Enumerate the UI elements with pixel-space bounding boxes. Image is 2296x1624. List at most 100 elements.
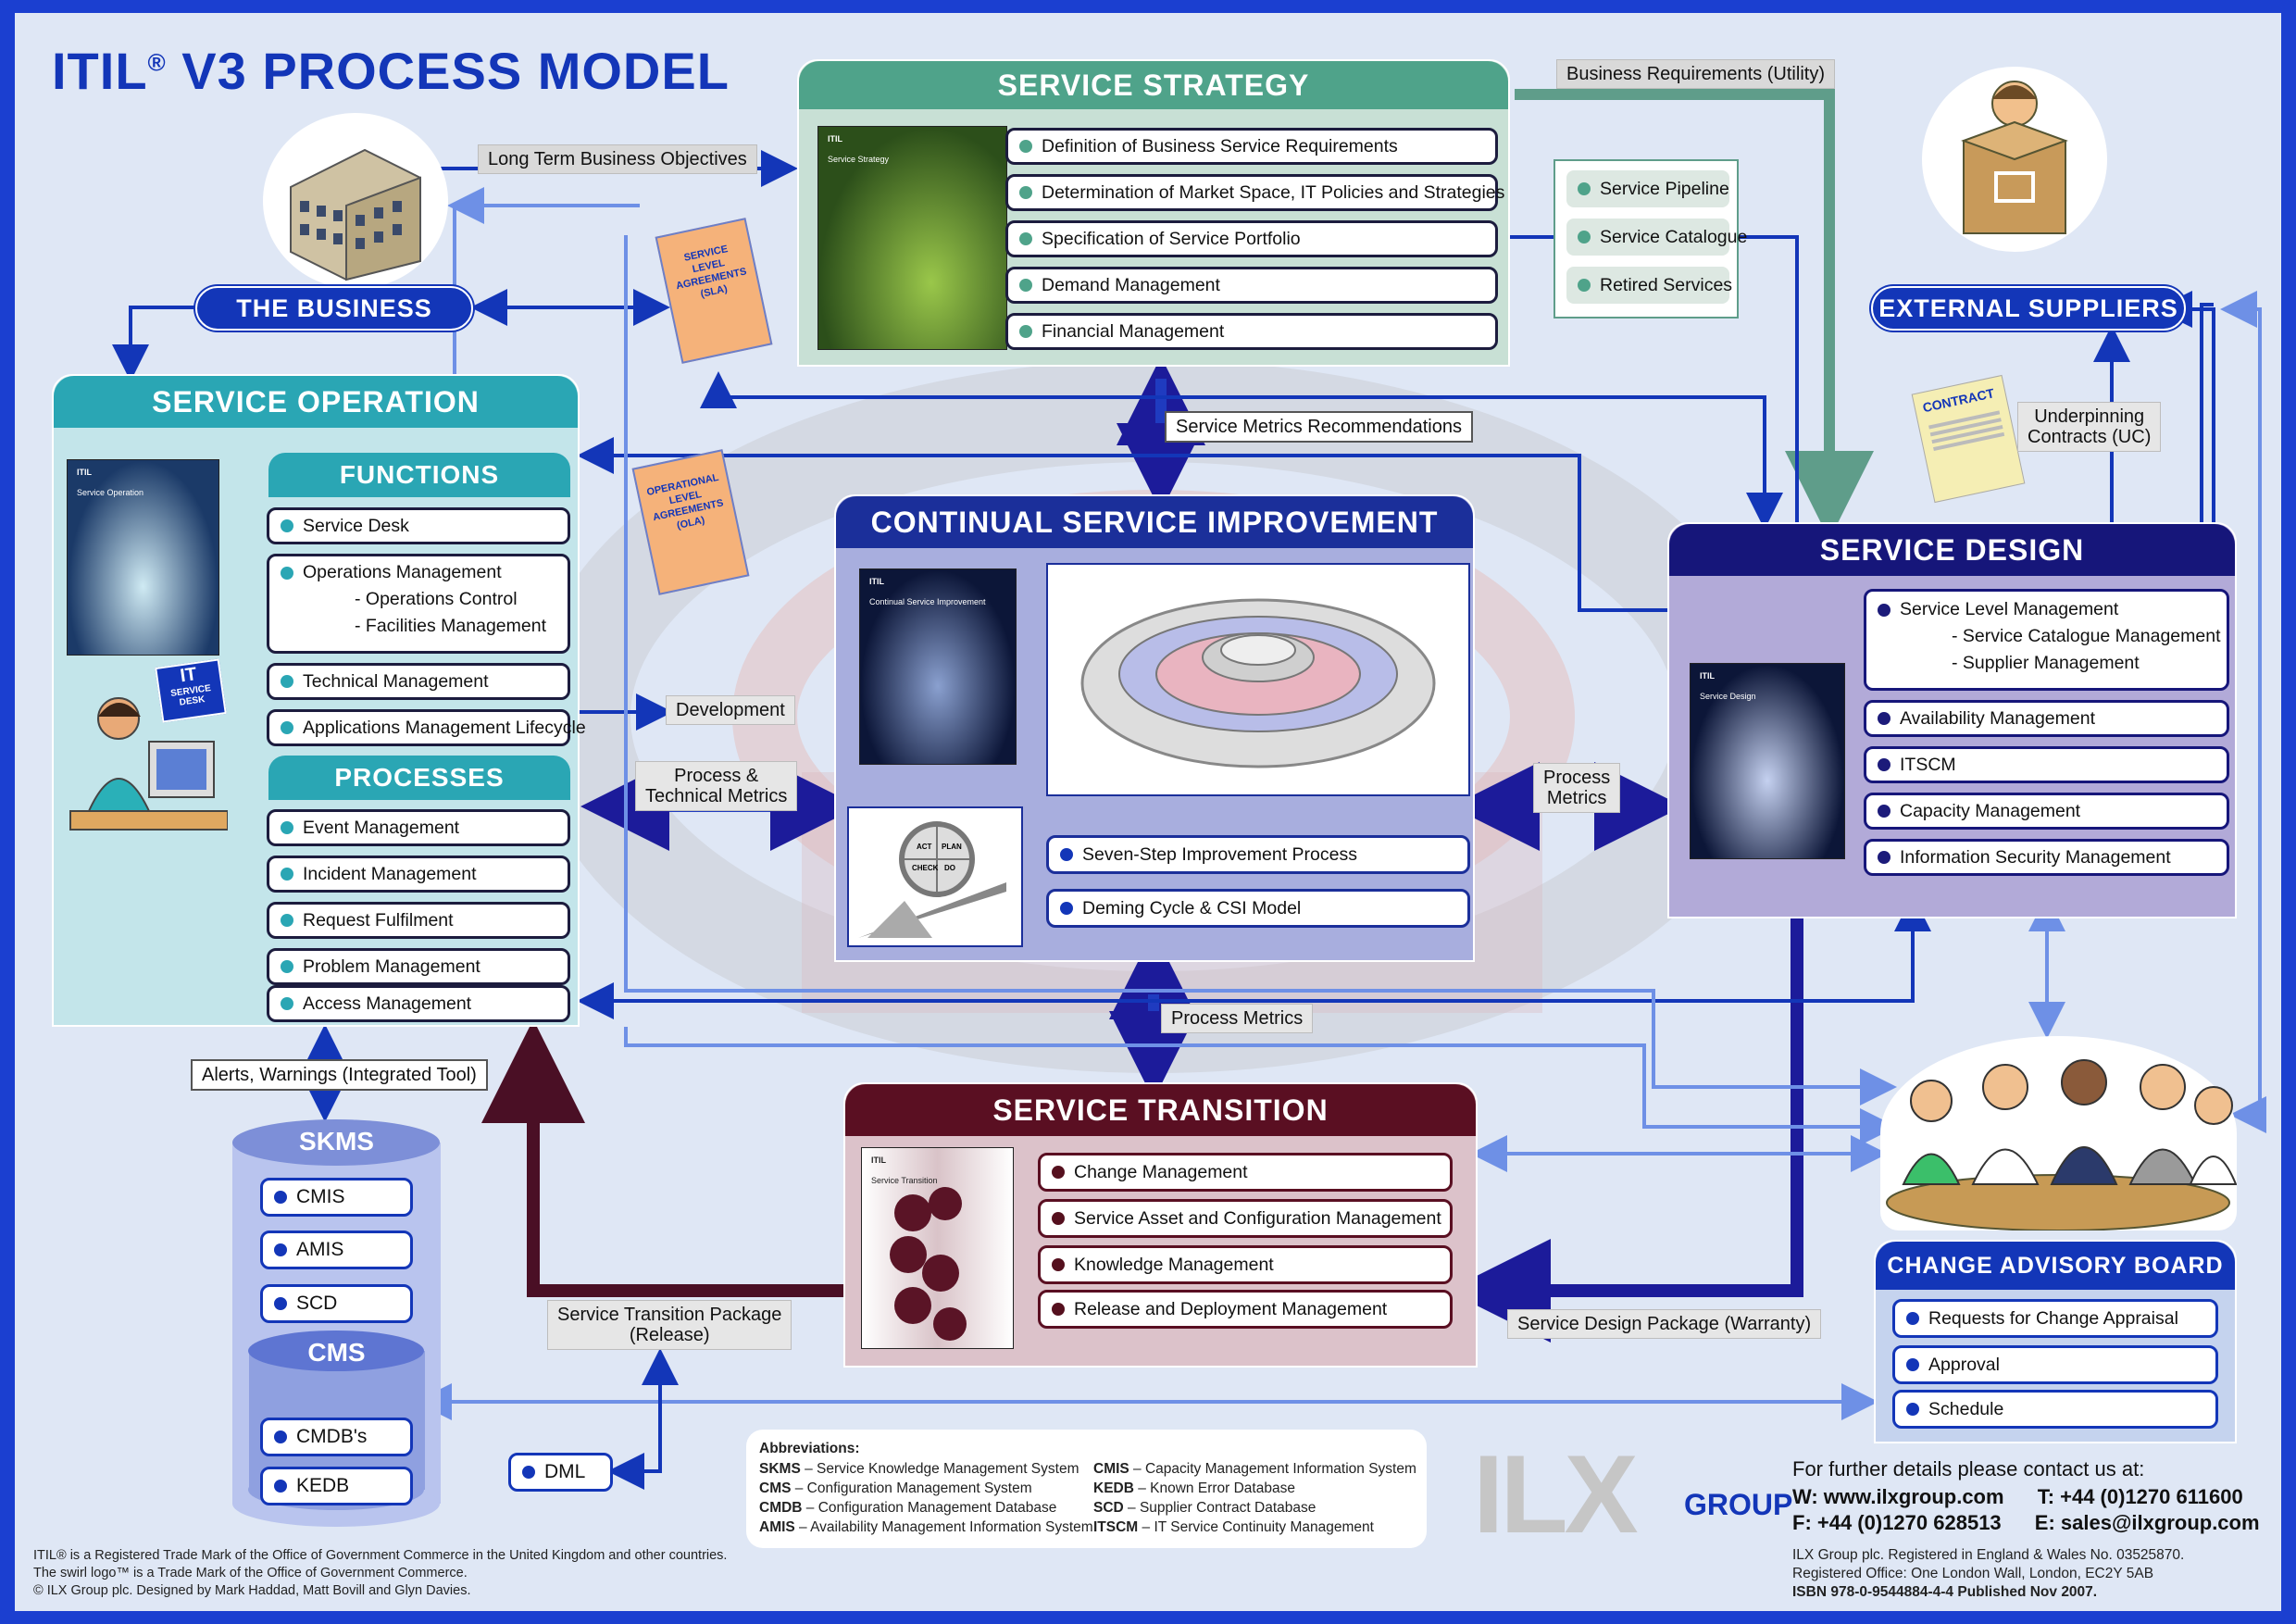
- book-brand: ITIL: [871, 1156, 886, 1165]
- abbreviations-box: Abbreviations: SKMS – Service Knowledge …: [746, 1430, 1427, 1548]
- service-portfolio-box: Service Pipeline Service Catalogue Retir…: [1554, 159, 1747, 319]
- book-brand: ITIL: [77, 468, 92, 477]
- abbr-value: – IT Service Continuity Management: [1138, 1519, 1374, 1535]
- logo-ilx: ILX: [1473, 1432, 1639, 1556]
- external-suppliers-badge[interactable]: EXTERNAL SUPPLIERS: [1871, 286, 2186, 331]
- ptm-line-1: Process &: [674, 766, 759, 786]
- portfolio-item[interactable]: Retired Services: [1566, 267, 1732, 304]
- cab-people-icon: [1886, 1059, 2238, 1231]
- service-design-title: SERVICE DESIGN: [1669, 524, 2235, 576]
- abbr-value: – Supplier Contract Database: [1123, 1500, 1316, 1516]
- design-sub-catalogue: - Service Catalogue Management: [1952, 626, 2221, 646]
- book-brand: ITIL: [1700, 671, 1715, 681]
- transition-item[interactable]: Knowledge Management: [1038, 1245, 1453, 1284]
- bullet-icon: [1052, 1258, 1065, 1271]
- contact-email[interactable]: E: sales@ilxgroup.com: [2034, 1511, 2260, 1534]
- design-service-level-management[interactable]: Service Level Management - Service Catal…: [1864, 589, 2229, 691]
- design-item-label: Capacity Management: [1900, 800, 2081, 821]
- strategy-item[interactable]: Determination of Market Space, IT Polici…: [1005, 174, 1504, 211]
- csi-book: ITIL Continual Service Improvement: [859, 568, 1017, 765]
- ilx-group-logo: ILX GROUP: [1473, 1432, 1792, 1564]
- bullet-icon: [281, 519, 293, 532]
- abbreviations-right-column: CMIS – Capacity Management Information S…: [1093, 1459, 1416, 1537]
- process-item[interactable]: Incident Management: [267, 856, 570, 893]
- abbreviation-row: KEDB – Known Error Database: [1093, 1479, 1416, 1498]
- csi-item[interactable]: Deming Cycle & CSI Model: [1046, 889, 1470, 928]
- abbreviations-title: Abbreviations:: [759, 1441, 860, 1456]
- bullet-icon: [1052, 1166, 1065, 1179]
- function-applications-management[interactable]: Applications Management Lifecycle: [267, 709, 586, 746]
- deming-cycle-image: ACT PLAN CHECK DO: [847, 806, 1023, 947]
- cab-item[interactable]: Requests for Change Appraisal: [1892, 1299, 2218, 1338]
- bullet-icon: [274, 1297, 287, 1310]
- function-service-desk[interactable]: Service Desk: [267, 507, 570, 544]
- bullet-icon: [1060, 848, 1073, 861]
- bullet-icon: [1019, 279, 1032, 292]
- service-transition-panel: SERVICE TRANSITION ITIL Service Transiti…: [843, 1082, 1478, 1368]
- portfolio-item-label: Service Catalogue: [1600, 226, 1748, 247]
- skms-cylinder: SKMS CMIS AMIS SCD CMS CMDB's KEDB: [232, 1119, 441, 1527]
- process-item[interactable]: Event Management: [267, 809, 570, 846]
- design-item[interactable]: ITSCM: [1864, 746, 2229, 783]
- portfolio-item[interactable]: Service Catalogue: [1566, 219, 1747, 256]
- contact-web[interactable]: W: www.ilxgroup.com: [1792, 1485, 2004, 1508]
- process-item[interactable]: Problem Management: [267, 948, 570, 985]
- process-label: Incident Management: [303, 863, 477, 884]
- skms-item[interactable]: AMIS: [260, 1230, 413, 1269]
- cms-item[interactable]: KEDB: [260, 1467, 413, 1505]
- deming-check: CHECK: [912, 864, 939, 872]
- bullet-icon: [1019, 140, 1032, 153]
- design-item-label: Information Security Management: [1900, 846, 2171, 868]
- design-item-label: Availability Management: [1900, 707, 2096, 729]
- business-building-image: [263, 113, 448, 289]
- strategy-item[interactable]: Financial Management: [1005, 313, 1498, 350]
- transition-item[interactable]: Service Asset and Configuration Manageme…: [1038, 1199, 1453, 1238]
- deming-act: ACT: [917, 843, 932, 851]
- service-transition-title: SERVICE TRANSITION: [845, 1084, 1476, 1136]
- contact-isbn: ISBN 978-0-9544884-4-4 Published Nov 200…: [1792, 1584, 2098, 1600]
- contact-row-2: F: +44 (0)1270 628513 E: sales@ilxgroup.…: [1792, 1511, 2274, 1535]
- process-item[interactable]: Request Fulfilment: [267, 902, 570, 939]
- transition-item[interactable]: Change Management: [1038, 1153, 1453, 1192]
- bullet-icon: [274, 1191, 287, 1204]
- book-brand: ITIL: [828, 134, 842, 144]
- skms-item[interactable]: CMIS: [260, 1178, 413, 1217]
- book-title: Service Strategy: [828, 155, 890, 164]
- csi-item[interactable]: Seven-Step Improvement Process: [1046, 835, 1470, 874]
- dml-box[interactable]: DML: [508, 1453, 613, 1492]
- design-sub-supplier: - Supplier Management: [1952, 653, 2140, 673]
- strategy-item[interactable]: Definition of Business Service Requireme…: [1005, 128, 1498, 165]
- bullet-icon: [1019, 186, 1032, 199]
- process-item[interactable]: Access Management: [267, 985, 570, 1022]
- design-item[interactable]: Availability Management: [1864, 700, 2229, 737]
- function-operations-management[interactable]: Operations Management - Operations Contr…: [267, 554, 570, 654]
- process-label: Request Fulfilment: [303, 909, 454, 931]
- bullet-icon: [281, 821, 293, 834]
- service-desk-agent-icon: [69, 697, 229, 831]
- bullet-icon: [1878, 851, 1890, 864]
- function-technical-management[interactable]: Technical Management: [267, 663, 570, 700]
- cab-item[interactable]: Schedule: [1892, 1390, 2218, 1429]
- strategy-item[interactable]: Demand Management: [1005, 267, 1498, 304]
- bullet-icon: [1019, 232, 1032, 245]
- abbr-key: CMS: [759, 1480, 792, 1496]
- cab-item[interactable]: Approval: [1892, 1345, 2218, 1384]
- itil-process-model-canvas: ITIL® V3 PROCESS MODEL Long Term Busines…: [15, 13, 2281, 1611]
- function-sub-facilities-management: - Facilities Management: [355, 616, 546, 636]
- design-item[interactable]: Information Security Management: [1864, 839, 2229, 876]
- function-label: Service Desk: [303, 515, 409, 536]
- external-suppliers-image: [1922, 67, 2107, 252]
- footer-line-1: ITIL® is a Registered Trade Mark of the …: [33, 1548, 728, 1563]
- abbreviation-row: CMS – Configuration Management System: [759, 1479, 1093, 1498]
- skms-title: SKMS: [299, 1127, 374, 1156]
- abbr-key: AMIS: [759, 1519, 795, 1535]
- cms-item[interactable]: CMDB's: [260, 1418, 413, 1456]
- bullet-icon: [281, 675, 293, 688]
- skms-item[interactable]: SCD: [260, 1284, 413, 1323]
- transition-item[interactable]: Release and Deployment Management: [1038, 1290, 1453, 1329]
- strategy-item[interactable]: Specification of Service Portfolio: [1005, 220, 1498, 257]
- function-label: Operations Management: [303, 562, 502, 582]
- portfolio-item[interactable]: Service Pipeline: [1566, 170, 1729, 207]
- the-business-badge[interactable]: THE BUSINESS: [195, 286, 473, 331]
- design-item[interactable]: Capacity Management: [1864, 793, 2229, 830]
